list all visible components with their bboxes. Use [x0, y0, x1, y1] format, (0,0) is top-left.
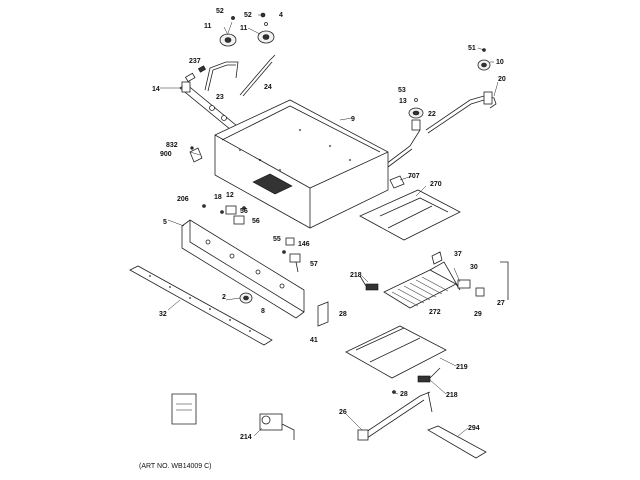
label-28: 28: [339, 311, 347, 318]
screw-206: [202, 204, 206, 208]
label-30: 30: [470, 264, 478, 271]
label-32: 32: [159, 311, 167, 318]
label-18: 18: [214, 194, 222, 201]
heat-shield-270: [359, 189, 461, 241]
burner-valve-left: [219, 21, 237, 47]
label-900: 900: [160, 151, 172, 158]
label-270: 270: [430, 181, 442, 188]
label-51: 51: [468, 45, 476, 52]
art-number: (ART NO. WB14009 C): [139, 463, 212, 470]
label-237: 237: [189, 58, 201, 65]
broil-shield-219: [345, 325, 447, 379]
burner-272: [383, 261, 461, 309]
clip-37: [431, 251, 443, 265]
screw-52-left: [231, 16, 235, 20]
knob-2: [239, 292, 253, 304]
label-146: 146: [298, 241, 310, 248]
front-trim-32: [129, 265, 273, 346]
label-53: 53: [398, 87, 406, 94]
label-37: 37: [454, 251, 462, 258]
label-9: 9: [351, 116, 355, 123]
label-218: 218: [350, 272, 362, 279]
label-832: 832: [166, 142, 178, 149]
label-10: 10: [496, 59, 504, 66]
label-56: 56: [240, 208, 248, 215]
label-52: 52: [216, 8, 224, 15]
label-41: 41: [310, 337, 318, 344]
label-22: 22: [428, 111, 436, 118]
label-26: 26: [339, 409, 347, 416]
label-294: 294: [468, 425, 480, 432]
label-23: 23: [216, 94, 224, 101]
bake-tube-26: [357, 391, 433, 441]
label-13: 13: [399, 98, 407, 105]
label-8: 8: [261, 308, 265, 315]
bracket-294: [427, 425, 487, 459]
burner-valve-10: [477, 48, 491, 71]
label-57: 57: [310, 261, 318, 268]
label-55: 55: [273, 236, 281, 243]
valve-assembly-12-56: [220, 205, 246, 225]
label-214: 214: [240, 434, 252, 441]
label-14: 14: [152, 86, 160, 93]
label-4: 4: [279, 12, 283, 19]
regulator-214: [259, 413, 295, 440]
bracket-41: [317, 301, 329, 327]
tube-22: [385, 129, 421, 168]
label-24: 24: [264, 84, 272, 91]
burner-box-9: [214, 99, 389, 229]
label-56: 56: [252, 218, 260, 225]
igniter-218-lower: [417, 367, 441, 383]
clip-707: [389, 175, 405, 189]
label-219: 219: [456, 364, 468, 371]
label-27: 27: [497, 300, 505, 307]
gas-tube-23: [204, 61, 239, 92]
manifold-panel-5: [181, 219, 305, 319]
label-272: 272: [429, 309, 441, 316]
label-12: 12: [226, 192, 234, 199]
label-218: 218: [446, 392, 458, 399]
label-20: 20: [498, 76, 506, 83]
part-number-labels: 52 4 11 52 11 237 23 24 14 51 10 20 53 1…: [152, 8, 506, 441]
label-206: 206: [177, 196, 189, 203]
label-28: 28: [400, 391, 408, 398]
bracket-832-900: [189, 146, 203, 163]
tube-20: [425, 91, 497, 134]
label-707: 707: [408, 173, 420, 180]
literature-booklet: [171, 393, 197, 425]
burner-valve-right: [257, 12, 275, 44]
label-5: 5: [163, 219, 167, 226]
label-29: 29: [474, 311, 482, 318]
label-2: 2: [222, 294, 226, 301]
label-11: 11: [240, 25, 248, 32]
burner-parts-30-29-27: [457, 261, 509, 300]
label-11: 11: [204, 23, 212, 30]
burner-valve-13: [408, 98, 424, 131]
gas-tube-24: [239, 54, 276, 97]
label-52: 52: [244, 12, 252, 19]
igniter-218-upper: [359, 275, 379, 291]
valve-assembly-55-146-57: [282, 237, 301, 273]
leader-lines: [160, 14, 499, 437]
orifice-237: [184, 65, 207, 83]
